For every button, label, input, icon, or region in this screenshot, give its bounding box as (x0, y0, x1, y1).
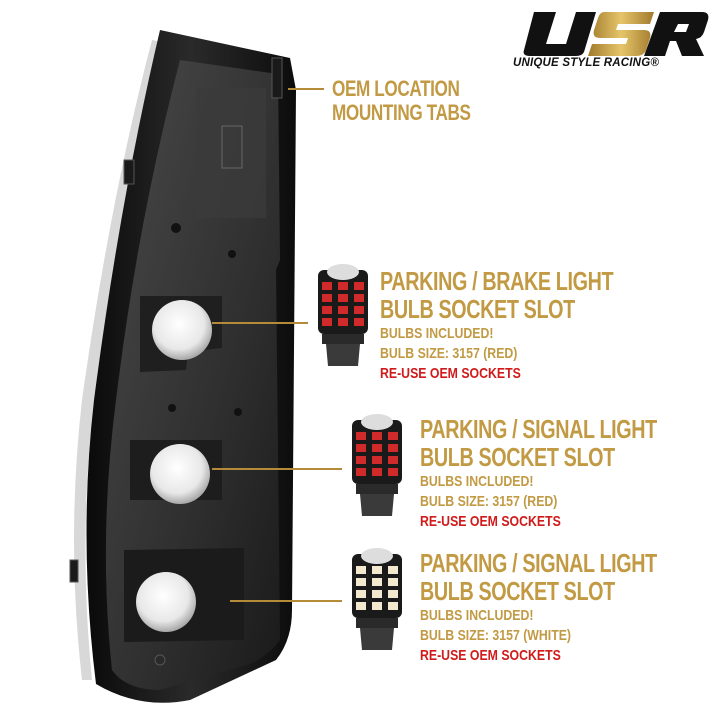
callout-1-title-1: PARKING / BRAKE LIGHT (380, 266, 614, 296)
callout-2-title-1: PARKING / SIGNAL LIGHT (420, 414, 657, 444)
callout-3-title-1: PARKING / SIGNAL LIGHT (420, 548, 657, 578)
tabs-callout-line1: OEM LOCATION (332, 76, 460, 101)
usr-logo (523, 12, 709, 56)
leader-line-brake (212, 322, 308, 324)
socket-signal-upper (150, 444, 210, 504)
socket-brake (152, 300, 212, 360)
callout-3-title-2: BULB SOCKET SLOT (420, 576, 615, 606)
led-bulb-red-1 (318, 264, 368, 366)
callout-1-title-2: BULB SOCKET SLOT (380, 294, 575, 324)
leader-line-signal-upper (212, 468, 342, 470)
led-bulb-white (352, 548, 402, 650)
mounting-tab-mid (123, 159, 135, 185)
callout-2-title-2: BULB SOCKET SLOT (420, 442, 615, 472)
socket-signal-lower (136, 572, 196, 632)
callout-2-included: BULBS INCLUDED! (420, 473, 534, 490)
mounting-tab-bottom (154, 654, 166, 666)
callout-3-included: BULBS INCLUDED! (420, 607, 534, 624)
callout-1-reuse: RE-USE OEM SOCKETS (380, 365, 521, 382)
tabs-callout-line2: MOUNTING TABS (332, 100, 471, 125)
callout-3-reuse: RE-USE OEM SOCKETS (420, 647, 561, 664)
mounting-tab-low (69, 559, 79, 583)
callout-1-included: BULBS INCLUDED! (380, 325, 494, 342)
callout-2-reuse: RE-USE OEM SOCKETS (420, 513, 561, 530)
led-bulb-red-2 (352, 414, 402, 516)
callout-3-bulb-size: BULB SIZE: 3157 (WHITE) (420, 627, 572, 644)
callout-2-bulb-size: BULB SIZE: 3157 (RED) (420, 493, 558, 510)
tail-lamp-housing (69, 30, 297, 703)
mounting-tab-top (271, 57, 283, 99)
leader-line-tabs (288, 88, 324, 90)
callout-1-bulb-size: BULB SIZE: 3157 (RED) (380, 345, 518, 362)
brand-tagline: UNIQUE STYLE RACING® (513, 57, 660, 69)
leader-line-signal-lower (230, 600, 342, 602)
